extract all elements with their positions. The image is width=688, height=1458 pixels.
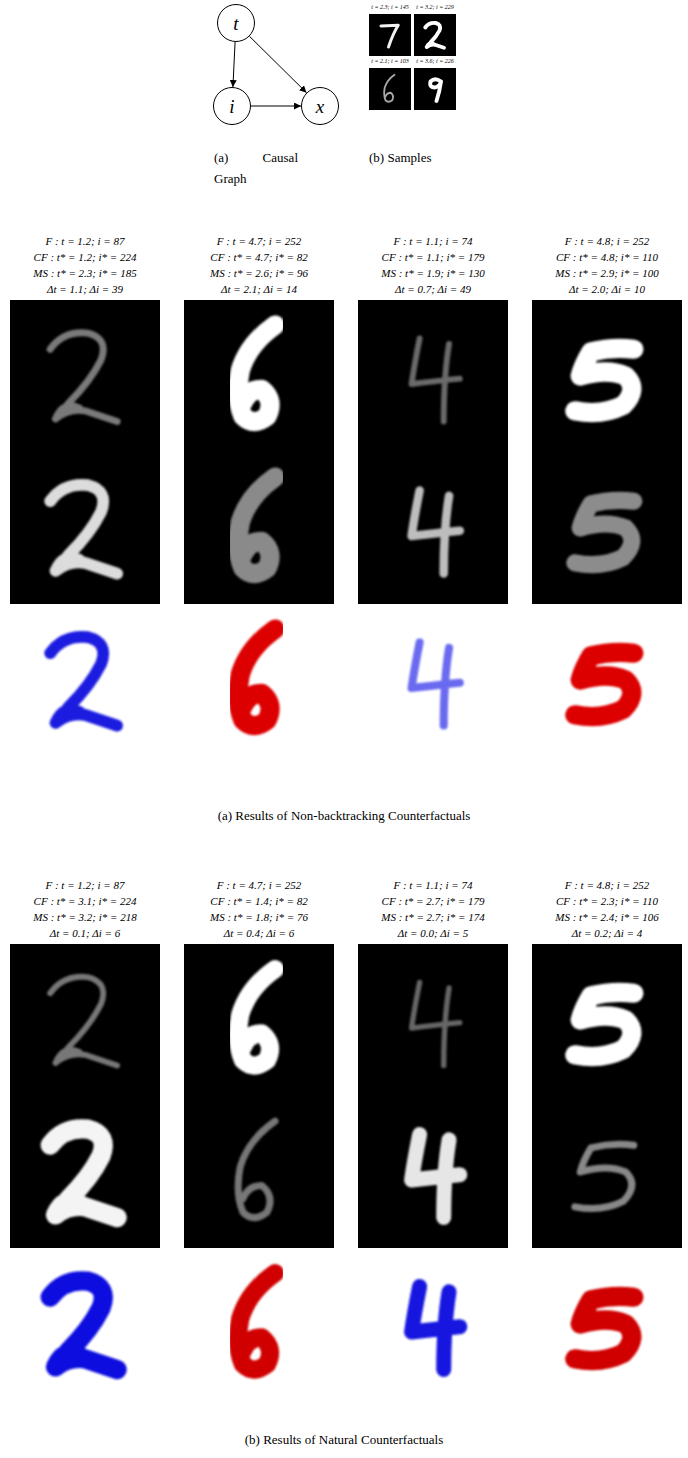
value-annotation: MS : t* = 2.3; i* = 185 xyxy=(10,266,160,280)
digit-stroke xyxy=(412,491,460,574)
digit-stroke xyxy=(381,25,398,47)
value-annotation: CF : t* = 4.7; i* = 82 xyxy=(184,250,334,264)
value-annotation: F : t = 1.1; i = 74 xyxy=(358,234,508,248)
figure-caption: (a) Results of Non-backtracking Counterf… xyxy=(0,805,688,826)
value-annotation: CF : t* = 1.1; i* = 179 xyxy=(358,250,508,264)
difference-map xyxy=(412,643,460,726)
digit-stroke xyxy=(575,348,634,412)
digit-stroke xyxy=(425,23,444,48)
digit-stroke xyxy=(575,992,634,1056)
sample-image xyxy=(414,14,456,56)
digit-stroke xyxy=(238,1121,275,1217)
image-panel xyxy=(532,944,682,1248)
value-annotation: MS : t* = 2.4; i* = 106 xyxy=(532,910,682,924)
digit-stroke xyxy=(430,79,441,101)
value-annotation: MS : t* = 1.8; i* = 76 xyxy=(184,910,334,924)
value-annotation: F : t = 1.1; i = 74 xyxy=(358,878,508,892)
variable-circle: x xyxy=(301,87,339,125)
digit-stroke xyxy=(238,477,275,573)
value-annotation: F : t = 4.8; i = 252 xyxy=(532,234,682,248)
variable-name: x xyxy=(316,97,324,116)
difference-map xyxy=(575,1296,634,1360)
difference-map xyxy=(238,629,275,725)
value-annotation: CF : t* = 2.7; i* = 179 xyxy=(358,894,508,908)
value-annotation: Δt = 0.1; Δi = 6 xyxy=(10,926,160,940)
value-annotation: F : t = 4.7; i = 252 xyxy=(184,234,334,248)
value-annotation: MS : t* = 3.2; i* = 218 xyxy=(10,910,160,924)
image-panel xyxy=(532,300,682,604)
variable-circle: t xyxy=(217,4,255,42)
sample-annotation: t = 3.2; i = 229 xyxy=(405,3,465,11)
digit-stroke xyxy=(238,325,275,421)
value-annotation: F : t = 4.7; i = 252 xyxy=(184,878,334,892)
difference-map xyxy=(575,652,634,716)
value-annotation: MS : t* = 2.7; i* = 174 xyxy=(358,910,508,924)
digit-stroke xyxy=(50,485,117,574)
difference-map xyxy=(412,1287,460,1370)
value-annotation: CF : t* = 2.3; i* = 110 xyxy=(532,894,682,908)
difference-map xyxy=(50,1281,117,1370)
causal-arrow xyxy=(251,106,301,107)
image-panel xyxy=(184,944,334,1248)
sample-image xyxy=(369,68,411,110)
digit-stroke xyxy=(575,1144,634,1208)
value-annotation: CF : t* = 4.8; i* = 110 xyxy=(532,250,682,264)
variable-name: t xyxy=(233,14,238,33)
value-annotation: F : t = 1.2; i = 87 xyxy=(10,878,160,892)
image-panel xyxy=(10,300,160,604)
difference-map xyxy=(238,1273,275,1369)
image-panel xyxy=(10,944,160,1248)
value-annotation: Δt = 0.7; Δi = 49 xyxy=(358,282,508,296)
digit-stroke xyxy=(412,983,460,1066)
value-annotation: MS : t* = 1.9; i* = 130 xyxy=(358,266,508,280)
value-annotation: Δt = 2.1; Δi = 14 xyxy=(184,282,334,296)
variable-circle: i xyxy=(213,87,251,125)
value-annotation: F : t = 4.8; i = 252 xyxy=(532,878,682,892)
value-annotation: Δt = 0.0; Δi = 5 xyxy=(358,926,508,940)
value-annotation: Δt = 0.4; Δi = 6 xyxy=(184,926,334,940)
digit-stroke xyxy=(412,339,460,422)
digit-stroke xyxy=(412,1135,460,1218)
value-annotation: CF : t* = 3.1; i* = 224 xyxy=(10,894,160,908)
value-annotation: CF : t* = 1.2; i* = 224 xyxy=(10,250,160,264)
figure-caption: (b) Results of Natural Counterfactuals xyxy=(0,1429,688,1450)
sample-annotation: t = 2.3; i = 145 xyxy=(360,3,420,11)
digit-stroke xyxy=(50,1129,117,1218)
causal-arrow xyxy=(233,42,235,87)
digit-stroke xyxy=(238,969,275,1065)
sample-image xyxy=(369,14,411,56)
value-annotation: Δt = 2.0; Δi = 10 xyxy=(532,282,682,296)
image-panel xyxy=(184,300,334,604)
causal-arrow xyxy=(250,36,307,92)
value-annotation: Δt = 0.2; Δi = 4 xyxy=(532,926,682,940)
image-panel xyxy=(358,944,508,1248)
value-annotation: MS : t* = 2.9; i* = 100 xyxy=(532,266,682,280)
variable-name: i xyxy=(229,97,234,116)
digit-stroke xyxy=(384,75,394,102)
sample-image xyxy=(414,68,456,110)
digit-stroke xyxy=(575,500,634,564)
value-annotation: CF : t* = 1.4; i* = 82 xyxy=(184,894,334,908)
subfigure-caption: (a) Causal Graph xyxy=(214,147,298,189)
value-annotation: Δt = 1.1; Δi = 39 xyxy=(10,282,160,296)
sample-annotation: t = 3.6; i = 226 xyxy=(405,57,465,65)
value-annotation: MS : t* = 2.6; i* = 96 xyxy=(184,266,334,280)
subfigure-caption: (b) Samples xyxy=(369,147,469,168)
digit-stroke xyxy=(50,333,117,422)
value-annotation: F : t = 1.2; i = 87 xyxy=(10,234,160,248)
sample-annotation: t = 2.1; i = 103 xyxy=(360,57,420,65)
difference-map xyxy=(50,637,117,726)
digit-stroke xyxy=(50,977,117,1066)
image-panel xyxy=(358,300,508,604)
